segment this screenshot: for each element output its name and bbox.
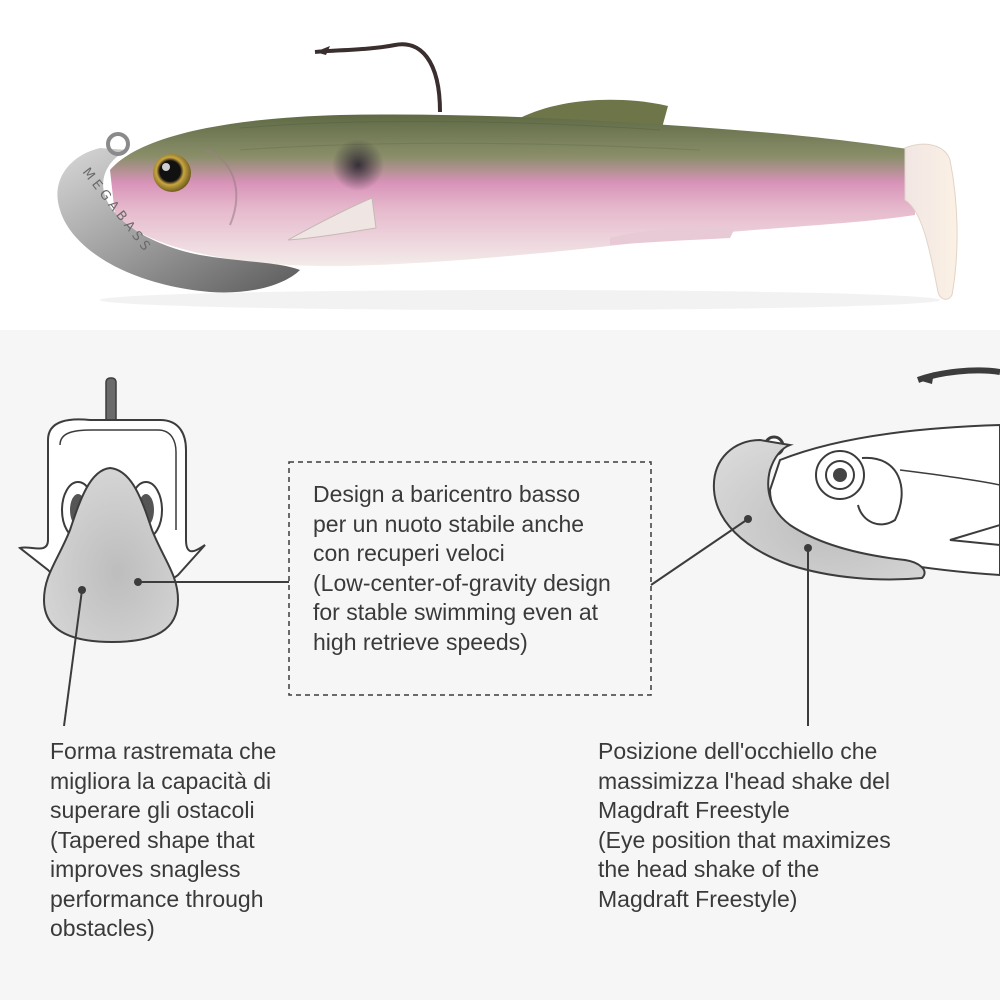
swimbait-lure-illustration: MEGABASS	[57, 42, 958, 310]
anal-fin	[610, 226, 735, 245]
callout-line: high retrieve speeds)	[313, 628, 528, 655]
callout-line: (Eye position that maximizes	[598, 826, 891, 853]
left-leader-line	[63, 589, 83, 727]
jig-head-front	[42, 466, 180, 644]
callout-line: con recuperi veloci	[313, 540, 505, 566]
center-leader-line-right	[650, 518, 749, 586]
side-view-jighead	[712, 367, 1000, 581]
center-callout-box	[288, 461, 652, 696]
right-callout-text: Posizione dell'occhiello che massimizza …	[598, 737, 891, 914]
callout-line: Posizione dell'occhiello che	[598, 738, 878, 764]
product-photo: MEGABASS	[0, 0, 1000, 330]
front-view-jighead	[17, 377, 206, 644]
callout-line: Forma rastremata che	[50, 738, 277, 764]
tail-paddle	[904, 143, 958, 300]
callout-line: massimizza l'head shake del	[598, 767, 891, 794]
callout-line: Magdraft Freestyle	[598, 797, 790, 823]
left-callout-text: Forma rastremata che migliora la capacit…	[50, 737, 276, 944]
callout-line: per un nuoto stabile anche	[313, 510, 585, 537]
pectoral-fin-side	[949, 523, 1000, 547]
line-art-diagram	[17, 367, 1000, 727]
hook-icon	[314, 42, 442, 113]
pectoral-fin	[287, 197, 377, 241]
callout-line: Design a baricentro basso	[313, 481, 581, 507]
callout-line: (Tapered shape that	[50, 826, 255, 853]
callout-line: performance through	[50, 885, 264, 912]
callout-line: improves snagless	[50, 856, 241, 882]
center-callout-text: Design a baricentro basso per un nuoto s…	[313, 480, 611, 657]
callout-line: migliora la capacità di	[50, 767, 272, 794]
line-eye-icon	[106, 132, 130, 156]
callout-line: obstacles)	[50, 915, 155, 941]
callout-line: the head shake of the	[598, 856, 820, 882]
jig-head	[57, 148, 301, 293]
callout-line: superare gli ostacoli	[50, 797, 255, 823]
jig-head-side	[712, 438, 926, 581]
body-spot	[332, 139, 384, 191]
feature-diagram	[0, 330, 1000, 1000]
eye-icon	[153, 154, 191, 192]
callout-line: for stable swimming even at	[313, 599, 599, 625]
callout-line: (Low-center-of-gravity design	[313, 569, 611, 596]
lure-body	[110, 114, 915, 267]
callout-line: Magdraft Freestyle)	[598, 885, 798, 912]
